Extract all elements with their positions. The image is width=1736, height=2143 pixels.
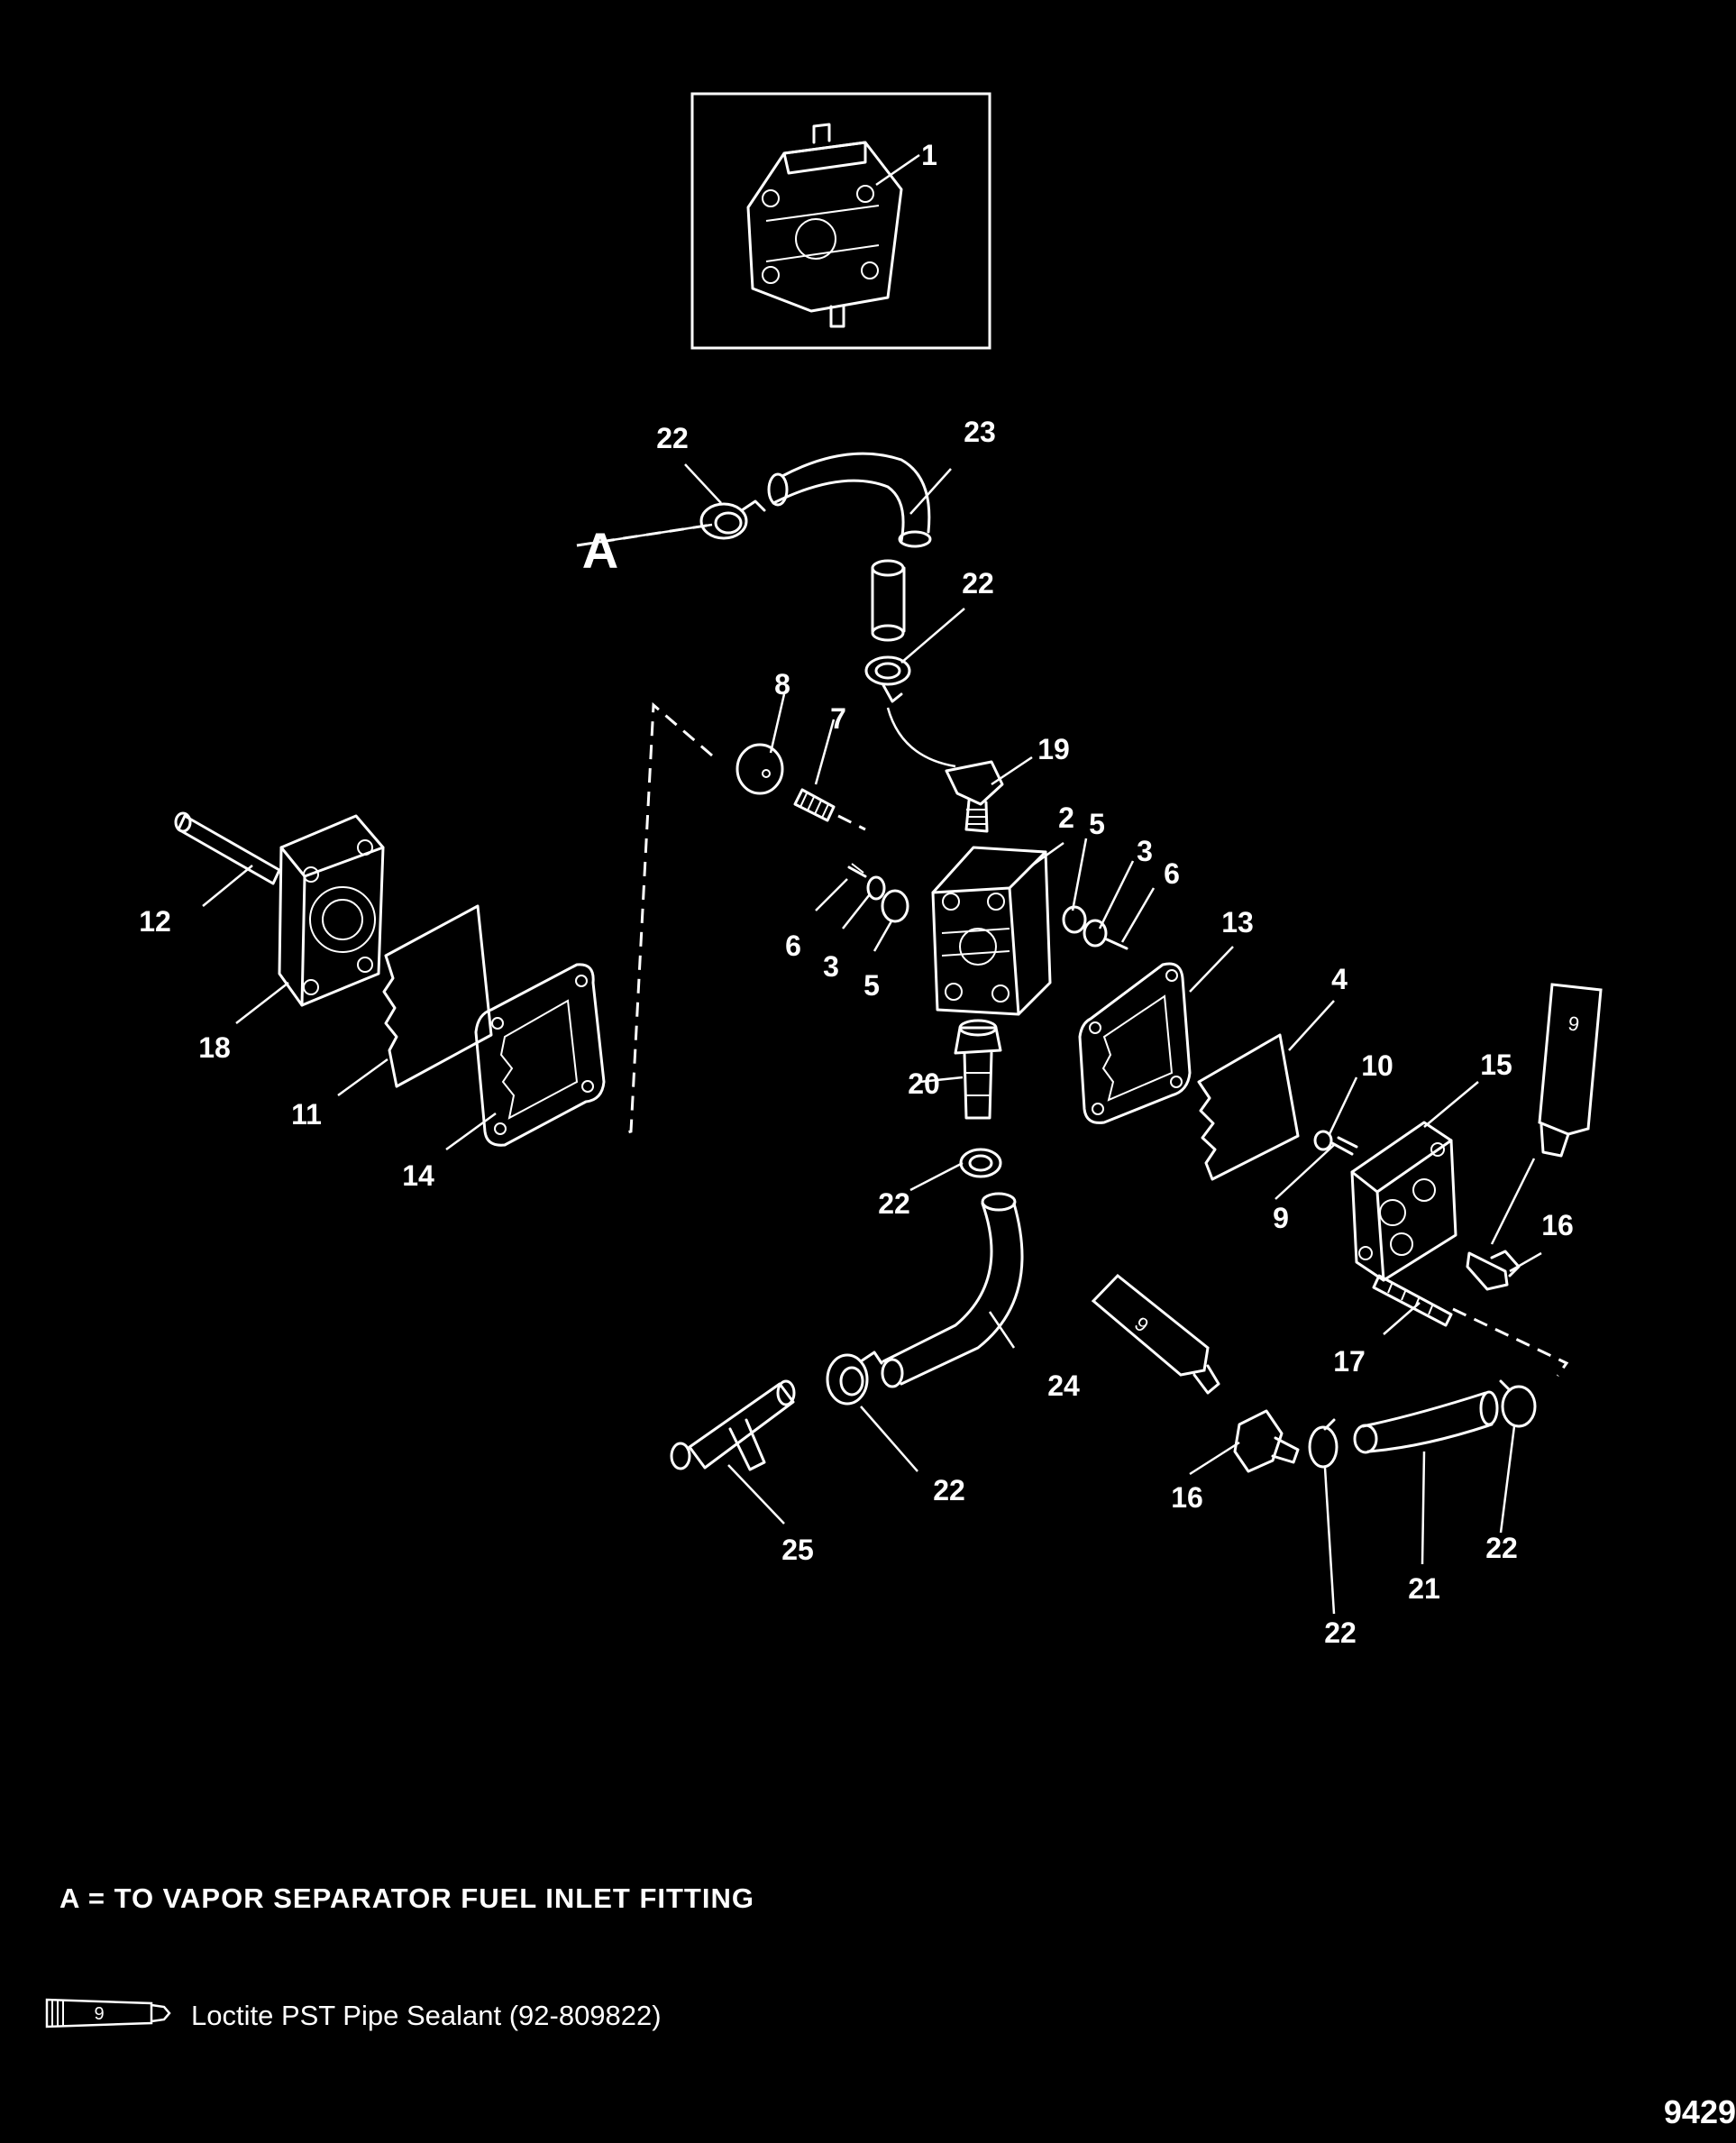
spring-7 (793, 788, 866, 831)
label-23: 23 (964, 416, 996, 448)
sealant-tube-icon: 9 (45, 1998, 171, 2029)
callout-a: A (582, 522, 618, 579)
label-20: 20 (908, 1067, 940, 1100)
label-3-right: 3 (1137, 835, 1153, 867)
label-2: 2 (1058, 801, 1074, 834)
sealant-tube-9-bottom: 9 (1091, 1273, 1220, 1395)
sealant-legend: Loctite PST Pipe Sealant (92-809822) (191, 2000, 662, 2031)
sealant-tube-9-top: 9 (1538, 983, 1603, 1158)
label-22-top: 22 (656, 422, 689, 454)
label-22-hose-21-left: 22 (1324, 1616, 1357, 1649)
pin-6-left (847, 863, 867, 878)
figure-number: 9429 (1663, 2093, 1736, 2130)
pin-6-right (1105, 938, 1128, 950)
label-19: 19 (1037, 733, 1070, 765)
hose-23 (767, 452, 932, 548)
label-16-right: 16 (1541, 1209, 1574, 1241)
label-17: 17 (1333, 1345, 1366, 1378)
cover-18 (278, 814, 385, 1007)
oring-5-left (881, 889, 909, 923)
label-4: 4 (1331, 963, 1348, 995)
hose-24 (881, 1192, 1024, 1388)
leader-lines (202, 153, 1542, 1615)
diaphragm-4 (1197, 1033, 1300, 1181)
elbow-fitting-19 (886, 707, 1004, 833)
label-16-bottom: 16 (1171, 1481, 1203, 1514)
washer-3-right (1083, 919, 1108, 948)
vapor-separator-note: A = TO VAPOR SEPARATOR FUEL INLET FITTIN… (59, 1882, 754, 1914)
alignment-line-left (619, 701, 713, 1136)
label-15: 15 (1480, 1049, 1512, 1081)
clamp-22-hose-24 (826, 1351, 883, 1406)
clamp-22-lower (959, 1148, 1002, 1178)
label-22-hose-21-right: 22 (1485, 1532, 1518, 1564)
gasket-13 (1078, 962, 1192, 1124)
label-1: 1 (921, 139, 937, 171)
washer-10 (1313, 1130, 1358, 1151)
elbow-16-bottom (1233, 1409, 1300, 1473)
label-22-lower: 22 (878, 1187, 910, 1220)
washer-3-left (866, 875, 886, 901)
label-6-left: 6 (785, 930, 801, 962)
alignment-line-right (1452, 1307, 1569, 1377)
label-5-right: 5 (1089, 808, 1105, 840)
pump-body-2 (931, 846, 1052, 1016)
label-14: 14 (402, 1159, 434, 1192)
oring-5-right (1062, 905, 1087, 934)
clamp-22-top (699, 499, 766, 540)
fitting-20 (954, 1019, 1002, 1120)
bolt-12 (174, 811, 281, 885)
label-8: 8 (774, 668, 790, 701)
clamp-22-mid (864, 655, 911, 703)
check-valve-8 (736, 743, 784, 795)
label-24: 24 (1047, 1369, 1080, 1402)
label-10: 10 (1361, 1049, 1393, 1082)
clamp-22-hose-21-left (1308, 1418, 1339, 1469)
label-7: 7 (830, 702, 846, 735)
hose-21 (1353, 1390, 1499, 1454)
label-18: 18 (198, 1031, 231, 1064)
screw-9 (1330, 1141, 1354, 1156)
hose-segment (871, 559, 906, 642)
label-11: 11 (291, 1098, 322, 1131)
bolt-17 (1372, 1274, 1453, 1327)
legend-tube-marker: 9 (94, 2004, 104, 2024)
clamp-22-hose-21-right (1499, 1379, 1537, 1428)
diaphragm-11 (382, 904, 493, 1088)
tube-marker: 9 (1567, 1012, 1581, 1035)
elbow-16-right (1466, 1250, 1521, 1291)
label-6-right: 6 (1164, 857, 1180, 890)
gasket-14 (474, 963, 606, 1147)
tee-fitting-25 (670, 1379, 796, 1471)
cover-15 (1350, 1121, 1457, 1282)
inset-box (690, 92, 991, 350)
label-21: 21 (1408, 1572, 1440, 1605)
label-5-left: 5 (863, 969, 880, 1002)
label-22-mid: 22 (962, 567, 994, 600)
label-9: 9 (1273, 1202, 1289, 1234)
label-22-hose-24: 22 (933, 1474, 965, 1507)
label-3-left: 3 (823, 950, 839, 983)
part-number-labels: 1 2 3 3 4 5 5 6 6 7 8 9 10 11 12 13 14 1… (139, 139, 1574, 1649)
fuel-pump-assembly (746, 123, 903, 328)
label-13: 13 (1221, 906, 1254, 939)
label-25: 25 (781, 1534, 814, 1566)
label-12: 12 (139, 905, 171, 938)
